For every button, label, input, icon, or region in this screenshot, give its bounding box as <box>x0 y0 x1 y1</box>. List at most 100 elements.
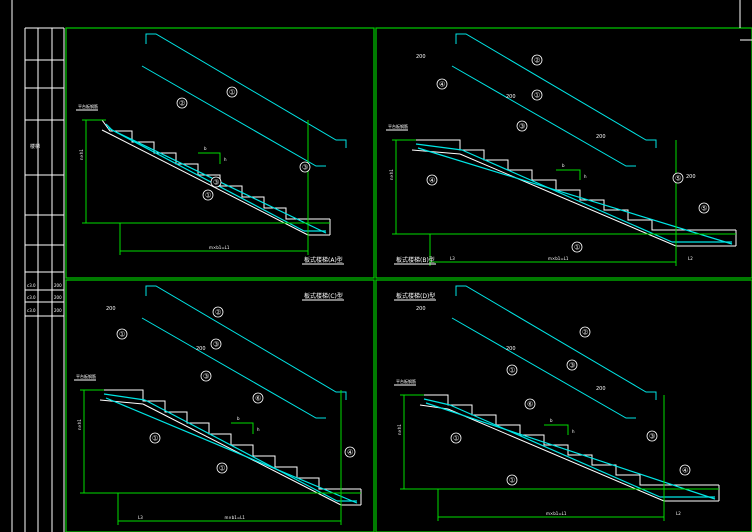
landing-rebar-label: 平台板钢筋 <box>76 373 96 379</box>
rebar-detail-upper <box>455 285 657 400</box>
callout-marker-label: ① <box>205 192 211 200</box>
callout-marker <box>116 328 128 340</box>
callout-marker-label: ② <box>179 100 185 108</box>
callout-marker-label: ④ <box>347 449 353 457</box>
callout-marker <box>531 89 543 101</box>
callout-marker-label: ③ <box>569 362 575 370</box>
callout-marker <box>202 189 214 201</box>
title-block-value: 200 <box>54 295 62 300</box>
step-detail-box <box>198 152 221 164</box>
title-block-row: c3.0 <box>27 308 36 313</box>
slab-underside <box>459 153 677 247</box>
callout-marker-label: ① <box>152 435 158 443</box>
callout-marker <box>646 430 658 442</box>
dim-height-label: n×h1 <box>79 149 84 160</box>
callout-marker-label: ① <box>509 367 515 375</box>
bar-length-label: 200 <box>106 306 116 312</box>
callout-marker-label: ③ <box>213 341 219 349</box>
panel-title: 板式楼梯(D)型 <box>396 292 435 300</box>
callout-marker <box>252 392 264 404</box>
callout-marker <box>672 172 684 184</box>
step-b-label: b <box>562 163 565 168</box>
callout-marker <box>436 78 448 90</box>
step-h-label: h <box>584 174 587 179</box>
bar-length-label: 200 <box>506 346 516 352</box>
step-h-label: h <box>224 157 227 162</box>
slab-underside <box>411 149 461 155</box>
callout-marker <box>566 359 578 371</box>
bar-length-label: 200 <box>596 134 606 140</box>
dim-length-label: m×b1=L1 <box>225 515 246 520</box>
callout-marker-label: ③ <box>649 433 655 441</box>
rebar-main <box>423 398 451 406</box>
bar-length-label: 200 <box>196 346 206 352</box>
callout-marker-label: ⑥ <box>255 395 261 403</box>
callout-marker-label: ⑥ <box>527 401 533 409</box>
panel-title: 板式楼梯(B)型 <box>396 256 435 264</box>
step-detail-box <box>231 422 254 434</box>
callout-marker-label: ③ <box>203 373 209 381</box>
dim-height-label: n×h1 <box>77 419 82 430</box>
callout-marker-label: ① <box>453 435 459 443</box>
rebar-detail-upper <box>145 33 347 148</box>
title-block-label: 楼梯 <box>30 143 40 150</box>
callout-marker <box>531 54 543 66</box>
rebar-main <box>449 404 661 498</box>
step-b-label: b <box>550 418 553 423</box>
callout-marker-label: ② <box>215 309 221 317</box>
slab-underside <box>109 133 309 236</box>
title-block-row: c3.0 <box>27 283 36 288</box>
dim-length-label: m×b1=L1 <box>546 511 567 516</box>
rebar-bottom <box>105 397 358 504</box>
rebar-detail-upper <box>455 33 657 148</box>
title-block-row: c3.0 <box>27 295 36 300</box>
callout-marker <box>506 474 518 486</box>
rebar-bottom <box>417 147 733 245</box>
step-h-label: h <box>257 427 260 432</box>
dim-height-label: n×h1 <box>389 169 394 180</box>
landing-rebar-label: 平台板钢筋 <box>388 123 408 129</box>
callout-marker <box>226 86 238 98</box>
callout-marker <box>579 326 591 338</box>
landing-rebar-label: 平台板钢筋 <box>396 378 416 384</box>
callout-marker <box>698 202 710 214</box>
step-detail-box <box>556 169 581 180</box>
callout-marker-label: ① <box>119 331 125 339</box>
stair-panel-c: n×h1m×b1=L1L3bh平台板钢筋②①③③⑥①④①200200板式楼梯(C… <box>74 285 362 525</box>
dim-length-label: m×b1=L1 <box>209 245 230 250</box>
rebar-main <box>415 143 463 151</box>
callout-marker-label: ⑤ <box>675 175 681 183</box>
dim-height-label: n×h1 <box>397 424 402 435</box>
bar-length-label: 200 <box>416 54 426 60</box>
panel-title: 板式楼梯(A)型 <box>304 256 343 264</box>
rebar-detail-lower <box>451 65 636 167</box>
callout-marker <box>344 446 356 458</box>
step-detail-box <box>544 424 569 435</box>
step-b-label: b <box>237 416 240 421</box>
callout-marker-label: ⑤ <box>701 205 707 213</box>
rebar-main <box>461 149 673 243</box>
rebar-detail-lower <box>451 317 636 419</box>
dim-right-label: L2 <box>676 511 681 516</box>
callout-marker-label: ③ <box>302 164 308 172</box>
dim-length-label: m×b1=L1 <box>548 256 569 261</box>
callout-marker <box>176 97 188 109</box>
stair-steps <box>420 394 719 486</box>
dim-left-label: L3 <box>450 256 455 261</box>
rebar-main <box>103 393 146 401</box>
callout-marker-label: ① <box>509 477 515 485</box>
slab-underside <box>101 129 111 135</box>
callout-marker <box>679 464 691 476</box>
landing-rebar-label: 平台板钢筋 <box>78 103 98 109</box>
callout-marker <box>212 306 224 318</box>
callout-marker <box>149 432 161 444</box>
rebar-detail-upper <box>145 285 347 400</box>
panel-frames <box>65 27 752 532</box>
callout-marker-label: ① <box>574 244 580 252</box>
rebar-main <box>111 129 305 232</box>
rebar-detail-lower <box>141 65 326 167</box>
callout-marker-label: ② <box>582 329 588 337</box>
